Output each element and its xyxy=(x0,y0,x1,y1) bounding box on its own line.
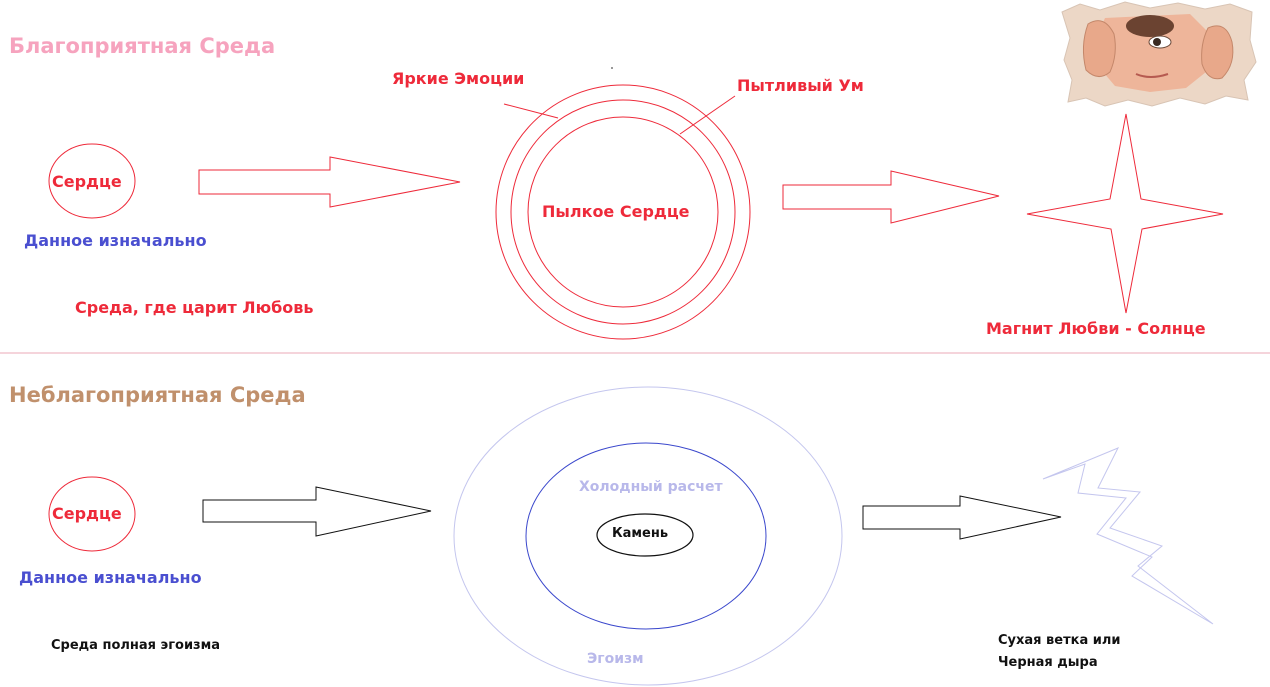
arrow-unfavorable-2 xyxy=(862,495,1062,540)
heart-label-unfavorable: Сердце xyxy=(52,504,122,523)
arrow-unfavorable-1 xyxy=(202,486,432,537)
middle-ring-mind xyxy=(510,99,736,325)
arrow-favorable-1 xyxy=(198,156,461,208)
bright-emotions-label: Яркие Эмоции xyxy=(392,69,525,88)
unfavorable-title: Неблагоприятная Среда xyxy=(9,383,306,407)
star-sun-icon xyxy=(1026,113,1224,314)
love-magnet-sun-label: Магнит Любви - Солнце xyxy=(986,319,1206,338)
heart-label-favorable: Сердце xyxy=(52,172,122,191)
curious-mind-label: Пытливый Ум xyxy=(737,76,864,95)
egoism-outer-circle xyxy=(453,386,843,686)
dry-branch-label-line1: Сухая ветка или xyxy=(998,633,1121,648)
given-label-unfavorable: Данное изначально xyxy=(19,568,202,587)
outer-ring-emotions xyxy=(495,84,751,340)
stone-label: Камень xyxy=(612,526,669,541)
pointer-mind xyxy=(679,95,736,135)
stone-ellipse xyxy=(596,513,694,557)
black-hole-label-line2: Черная дыра xyxy=(998,655,1098,670)
ardent-heart-label: Пылкое Сердце xyxy=(542,202,690,221)
heart-circle-unfavorable xyxy=(48,476,136,552)
egoism-label: Эгоизм xyxy=(587,651,644,667)
pointer-emotions xyxy=(503,103,559,119)
environment-egoism-label: Среда полная эгоизма xyxy=(51,638,221,653)
environment-love-label: Среда, где царит Любовь xyxy=(75,298,314,317)
cold-calculation-label: Холодный расчет xyxy=(579,479,723,495)
arrow-favorable-2 xyxy=(782,170,1000,224)
cold-calculation-circle xyxy=(525,442,767,630)
heart-circle-favorable xyxy=(48,143,136,219)
lightning-dry-branch-icon xyxy=(1042,447,1214,625)
given-label-favorable: Данное изначально xyxy=(24,231,207,250)
inner-ring-heart xyxy=(527,116,719,308)
peeking-face-image xyxy=(1061,1,1257,107)
favorable-title: Благоприятная Среда xyxy=(9,34,276,58)
